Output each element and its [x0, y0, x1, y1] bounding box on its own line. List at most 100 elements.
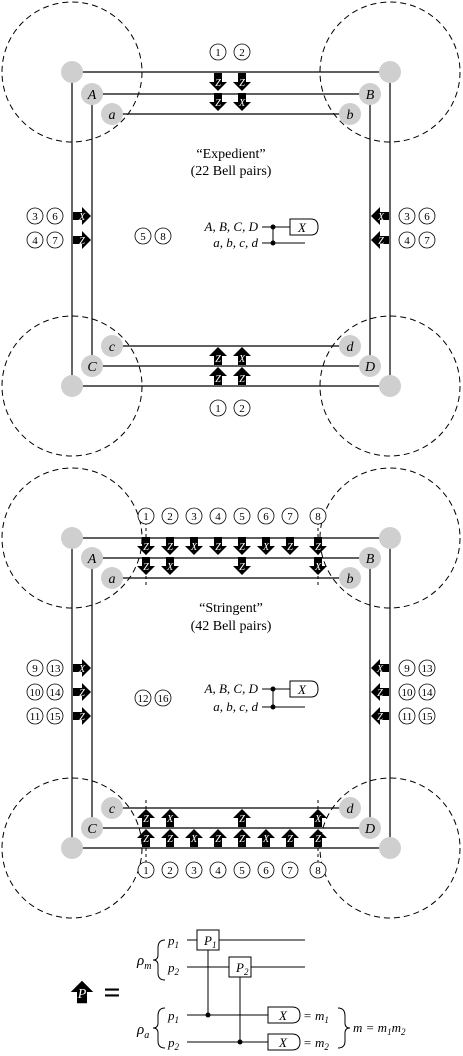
- svg-text:Z: Z: [239, 374, 245, 385]
- step-top-3-label: 3: [191, 511, 197, 523]
- svg-text:X: X: [377, 212, 385, 223]
- step-top-7-label: 7: [287, 511, 293, 523]
- expedient-subtitle: (22 Bell pairs): [191, 164, 272, 179]
- svg-text:p1: p1: [167, 933, 179, 950]
- label-D: D: [364, 822, 375, 837]
- svg-text:X: X: [78, 212, 86, 223]
- label-A: A: [87, 88, 97, 103]
- label-d: d: [347, 802, 355, 817]
- op-left-1-label: X: [78, 664, 86, 675]
- step-bottom-5-label: 5: [239, 865, 245, 877]
- step-right-2-b-label: 15: [422, 711, 434, 723]
- op-top-row1-4-label: Z: [215, 542, 221, 553]
- step-top-5-label: 5: [239, 511, 245, 523]
- node-region-B: [319, 1, 461, 143]
- step-bottom-1: [137, 861, 155, 879]
- node-A: [81, 83, 103, 105]
- step-right-1-b: [418, 683, 436, 701]
- op-bottom-row1-4-label: X: [314, 814, 322, 825]
- step-right-1-a-label: 10: [402, 687, 414, 699]
- svg-text:1: 1: [215, 47, 221, 59]
- label-A: A: [87, 552, 97, 567]
- svg-text:a, b, c, d: a, b, c, d: [213, 699, 258, 714]
- op-top-row2-2-label: X: [166, 562, 174, 573]
- op-bottom-row2-1-label: Z: [143, 834, 149, 845]
- step-top-2: [161, 507, 179, 525]
- svg-text:5: 5: [140, 231, 146, 243]
- rho-m: ρm: [136, 953, 151, 972]
- expedient-bottom-steps: 1 2: [209, 399, 251, 417]
- step-left-2-a: [26, 707, 44, 725]
- op-right-1-label: X: [376, 664, 384, 675]
- step-top-4-label: 4: [215, 511, 221, 523]
- label-D: D: [364, 360, 375, 375]
- step-right-0-b: [418, 659, 436, 677]
- op-left-2-label: Z: [79, 688, 85, 699]
- step-left-2-a-label: 11: [30, 711, 41, 723]
- op-top-row1-5-label: Z: [239, 542, 245, 553]
- label-C: C: [87, 822, 97, 837]
- step-top-5: [233, 507, 251, 525]
- expedient-center-gate: 5 8 A, B, C, D a, b, c, d X: [134, 218, 319, 250]
- label-d: d: [347, 340, 355, 355]
- step-bottom-2: [161, 861, 179, 879]
- label-c: c: [109, 802, 116, 817]
- gate-P1: P1: [203, 933, 216, 950]
- step-bottom-8: [309, 861, 327, 879]
- svg-text:X: X: [238, 98, 246, 109]
- legend: P = ρm ρa p1 p2 p1 p2 P1 P2 X X = m1 = m…: [70, 929, 406, 1052]
- step-right-0-a-label: 9: [404, 663, 410, 675]
- svg-text:= m2: = m2: [303, 1035, 329, 1052]
- svg-text:a, b, c, d: a, b, c, d: [213, 235, 258, 250]
- label-B: B: [366, 88, 375, 103]
- step-right-1-a: [398, 683, 416, 701]
- step-left-0-b: [46, 659, 64, 677]
- op-top-row1-1-label: Z: [143, 542, 149, 553]
- expedient-right-ops: X Z: [371, 207, 389, 249]
- svg-text:1: 1: [215, 403, 221, 415]
- step-left-2-b: [46, 707, 64, 725]
- step-right-2-b: [418, 707, 436, 725]
- op-bottom-row1-1-label: Z: [143, 814, 149, 825]
- legend-equals: =: [103, 976, 120, 1009]
- svg-text:= m1: = m1: [303, 1008, 329, 1025]
- node-a: [101, 103, 123, 125]
- svg-text:7: 7: [424, 235, 430, 247]
- op-top-row1-2-label: Z: [167, 542, 173, 553]
- step-right-2-a-label: 11: [402, 711, 413, 723]
- svg-text:p2: p2: [167, 1035, 180, 1052]
- step-bottom-7: [281, 861, 299, 879]
- label-b: b: [347, 572, 354, 587]
- node-d: [339, 335, 361, 357]
- svg-text:8: 8: [160, 231, 166, 243]
- expedient-title: “Expedient”: [196, 147, 265, 162]
- stringent-subtitle: (42 Bell pairs): [191, 619, 272, 634]
- step-left-1-b: [46, 683, 64, 701]
- op-bottom-row1-2-label: X: [166, 814, 174, 825]
- op-right-3-label: Z: [377, 712, 383, 723]
- svg-text:2: 2: [239, 403, 245, 415]
- step-bottom-1-label: 1: [143, 865, 149, 877]
- svg-text:Z: Z: [215, 78, 221, 89]
- op-top-row1-6-label: X: [262, 542, 270, 553]
- rho-a: ρa: [136, 1022, 149, 1041]
- op-bottom-row2-7-label: Z: [287, 834, 293, 845]
- step-left-2-b-label: 15: [50, 711, 62, 723]
- op-left-3-label: Z: [79, 712, 85, 723]
- step-bottom-5: [233, 861, 251, 879]
- op-bottom-row1-3-label: Z: [239, 814, 245, 825]
- svg-text:Z: Z: [215, 98, 221, 109]
- step-top-3: [185, 507, 203, 525]
- step-bottom-6-label: 6: [263, 865, 269, 877]
- svg-text:3: 3: [404, 211, 410, 223]
- svg-text:7: 7: [52, 235, 58, 247]
- stringent-title: “Stringent”: [199, 601, 263, 616]
- svg-text:Z: Z: [215, 354, 221, 365]
- svg-text:A, B, C, D: A, B, C, D: [204, 681, 259, 696]
- step-top-8-label: 8: [315, 511, 321, 523]
- step-bottom-3-label: 3: [191, 865, 197, 877]
- svg-text:Z: Z: [215, 374, 221, 385]
